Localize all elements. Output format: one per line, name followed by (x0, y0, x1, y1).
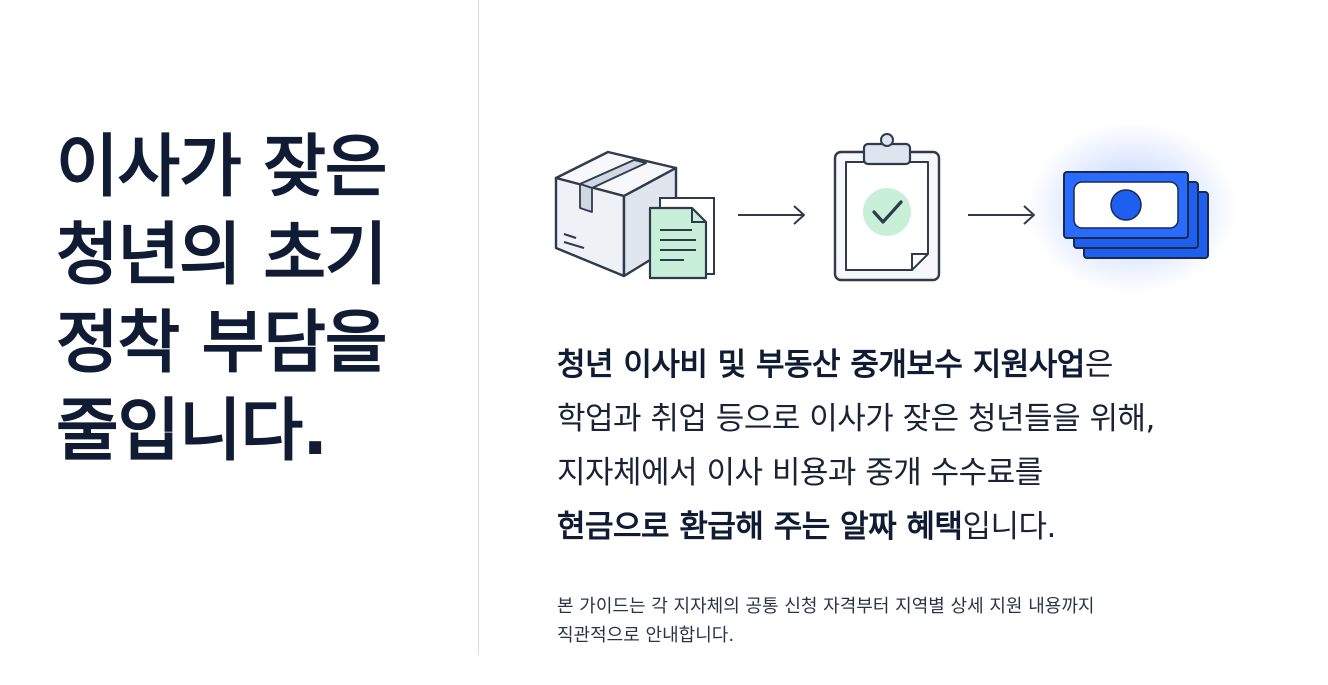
check-icon (863, 188, 911, 236)
benefit-highlight: 현금으로 환급해 주는 알짜 혜택 (557, 509, 963, 545)
arrow-right-icon (968, 205, 1035, 225)
headline-line-2: 청년의 초기 (56, 216, 387, 295)
guide-note-line-1: 본 가이드는 각 지자체의 공통 신청 자격부터 지역별 상세 지원 내용까지 (557, 596, 1095, 617)
description-line-3: 지자체에서 이사 비용과 중개 수수료를 (557, 455, 1043, 491)
box-with-document-icon (554, 150, 715, 280)
program-name: 청년 이사비 및 부동산 중개보수 지원사업 (557, 347, 1085, 383)
headline-line-4: 줄입니다. (56, 392, 328, 471)
description-line-1-rest: 은 (1084, 347, 1114, 383)
cash-stack-icon (1027, 126, 1237, 294)
headline: 이사가 잦은 청년의 초기 정착 부담을 줄입니다. (56, 124, 456, 476)
guide-note: 본 가이드는 각 지자체의 공통 신청 자격부터 지역별 상세 지원 내용까지 … (557, 592, 1277, 650)
vertical-divider (478, 0, 479, 655)
description-line-1: 청년 이사비 및 부동산 중개보수 지원사업은 (557, 338, 1277, 392)
guide-note-line-2: 직관적으로 안내합니다. (557, 625, 735, 646)
process-flow-illustration (548, 126, 1238, 306)
description-line-2: 학업과 취업 등으로 이사가 잦은 청년들을 위해, (557, 401, 1155, 437)
process-flow-svg (554, 126, 1237, 294)
description: 청년 이사비 및 부동산 중개보수 지원사업은 학업과 취업 등으로 이사가 잦… (557, 338, 1277, 554)
description-line-4-rest: 입니다. (962, 509, 1056, 545)
description-line-4: 현금으로 환급해 주는 알짜 혜택입니다. (557, 500, 1277, 554)
document-icon (648, 197, 715, 280)
clipboard-check-icon (833, 133, 941, 282)
arrow-right-icon (738, 205, 805, 225)
headline-line-1: 이사가 잦은 (56, 128, 387, 207)
headline-line-3: 정착 부담을 (56, 304, 387, 383)
